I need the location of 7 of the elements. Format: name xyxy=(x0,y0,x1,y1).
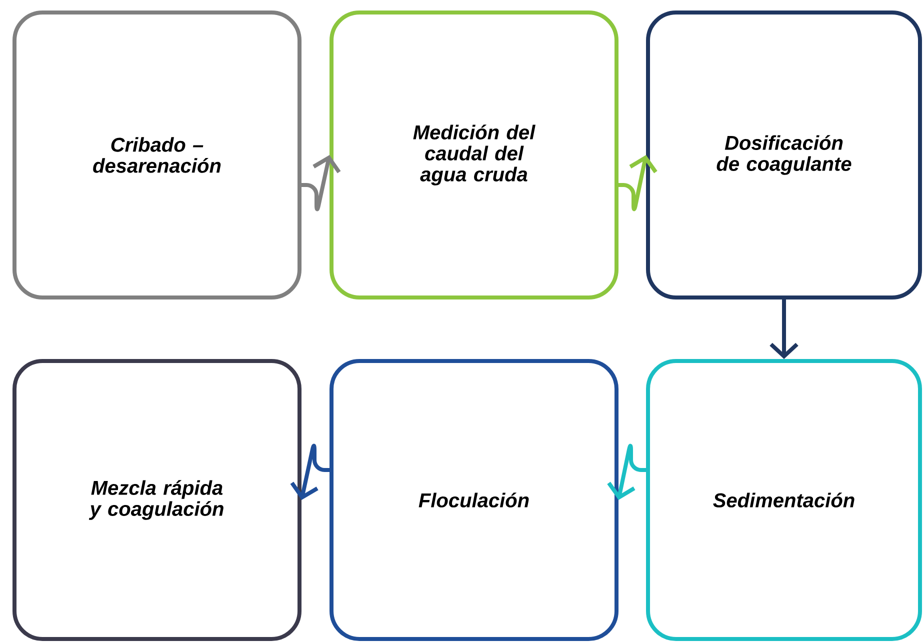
process-box: Floculación xyxy=(330,359,618,641)
process-box: Cribado – desarenación xyxy=(12,10,302,300)
process-box: Sedimentación xyxy=(646,359,922,641)
process-box: Dosificación de coagulante xyxy=(646,10,922,300)
process-box: Mezcla rápida y coagulación xyxy=(12,359,302,641)
arrow xyxy=(770,300,798,359)
process-box: Medición del caudal del agua cruda xyxy=(330,10,618,300)
